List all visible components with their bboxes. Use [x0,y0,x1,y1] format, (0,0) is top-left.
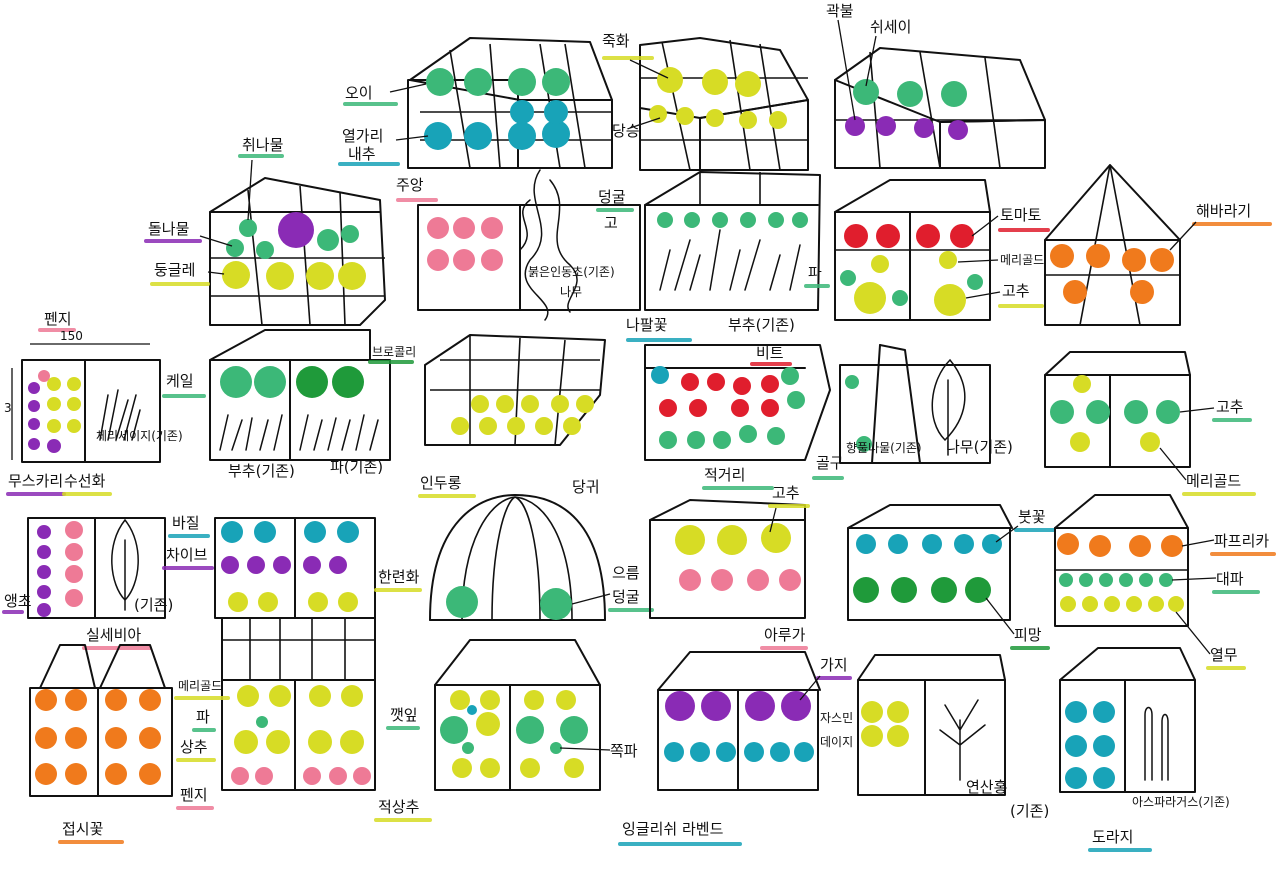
label-lavender: 잉글리쉬 라벤드 [622,820,724,838]
label-namu-gijon: 나무(기존) [946,438,1013,456]
bed-haebaragi [1044,164,1181,326]
bed-basil [214,517,376,619]
bed-suse [834,47,1046,169]
label-daepa: 대파 [1216,570,1244,588]
label-indurong: 인두롱 [420,474,462,492]
label-buchu-gijon: 부추(기존) [728,316,795,334]
label-gaji: 가지 [820,656,848,674]
label-jeoksangchu: 적상추 [378,798,419,816]
label-penji: 펜지 [44,310,72,328]
label-go: 고 [604,214,618,232]
bed-cucumber [407,37,613,169]
bed-paprika [1054,494,1189,627]
label-kkaetnip: 깻잎 [390,706,418,724]
label-naechu: 내추 [348,145,376,163]
label-haebaragi: 해바라기 [1196,202,1251,220]
bed-indurong [424,334,606,446]
label-pimang: 피망 [1014,626,1042,644]
label-merigold: 메리골드 [1000,253,1044,267]
label-jeokgeori: 적거리 [704,466,745,484]
label-yeolmu: 열무 [1210,646,1238,664]
label-silsebia: 실세비아 [86,626,141,644]
label-hyangbulnamul: 향풀나물(기존) [846,441,922,455]
bed-gochu-right [1044,351,1191,468]
label-jjokpa: 쪽파 [610,742,638,760]
label-buchu: 부추(기존) [228,462,295,480]
label-suseonhwa: 수선화 [64,472,106,490]
label-yeolgari: 열가리 [342,127,383,145]
label-paprika: 파프리카 [1214,532,1269,550]
bed-kale [209,329,391,461]
label-pa: 파 [808,264,822,282]
bed-buchu [644,171,821,311]
bed-musukari [11,343,161,463]
bed-kkaetnip [434,639,601,791]
label-dolnamul: 돌나물 [148,220,189,238]
label-gochu3: 고추 [772,484,800,502]
bed-chinamul [209,177,386,326]
label-napalkkot: 나팔꽃 [626,316,667,334]
label-gakbul: 곽불 [826,2,854,20]
label-basil: 바질 [172,514,200,532]
bed-juab [417,169,641,321]
label-pa3: 파 [196,708,210,726]
label-oreun: 으름 [612,564,640,582]
label-dim3: 3 [4,401,12,415]
label-jibsikkot: 접시꽃 [62,820,103,838]
bed-namu [839,344,991,464]
label-dim150: 150 [60,329,83,343]
label-gochu: 고추 [1002,282,1030,300]
label-chaibeu: 차이브 [166,546,208,564]
label-tomato: 토마토 [1000,206,1042,224]
label-dunggulle: 둥글레 [154,261,195,279]
label-cherry-sage: 체리세이지(기존) [96,429,183,443]
label-chinamul: 취나물 [242,136,283,154]
label-penji2: 펜지 [180,786,208,804]
bed-jasumin [857,654,1006,796]
label-asparagus: 아스파라거스(기존) [1132,795,1230,809]
bed-lavender [657,651,821,791]
label-pa-gijon: 파(기존) [330,458,383,476]
label-merigold3: 메리골드 [178,679,222,693]
bed-biteu [644,344,831,461]
label-dangseung: 당승 [612,122,640,140]
label-butkkot: 붓꽃 [1018,508,1046,526]
bed-sangchu [221,617,376,791]
label-gijon2: (기존) [1010,802,1049,820]
label-juab: 주앙 [396,176,424,194]
label-gochu2: 고추 [1216,398,1244,416]
label-suse: 쉬세이 [870,18,911,36]
bed-arugula [649,499,806,619]
label-yangcho: 앵초 [4,592,32,610]
label-denggul2: 덩굴 [612,588,640,606]
label-jasumin: 자스민 [820,711,853,725]
label-biteu: 비트 [756,344,784,362]
label-bulgeun: 붉은인동초(기존) [528,265,615,279]
label-oi: 오이 [345,84,373,102]
bed-jibsikkot [29,644,173,797]
label-musukari: 무스카리 [8,472,63,490]
bed-tomato [834,179,991,321]
label-gijon: (기존) [134,596,173,614]
label-deiji: 데이지 [820,735,853,749]
bed-pimang [847,504,1013,621]
label-namu: 나무 [560,285,582,299]
label-merigold2: 메리골드 [1186,472,1241,490]
bed-oreum-arch [429,494,606,621]
bed-juhwa [639,37,809,171]
label-sangchu: 상추 [180,738,208,756]
label-danggi: 당귀 [572,478,600,496]
label-arugula: 아루가 [764,626,806,644]
label-denggul: 덩굴 [598,188,626,206]
label-brocoli: 브로콜리 [372,345,416,359]
label-kale: 케일 [166,372,194,390]
label-gulgu: 골구 [816,454,844,472]
label-yeonsang: 연산홍 [966,778,1007,796]
label-doraji: 도라지 [1092,828,1133,846]
bed-doraji [1059,647,1196,793]
label-hangreo: 한련화 [378,568,420,586]
label-juhwa: 죽화 [602,32,630,50]
